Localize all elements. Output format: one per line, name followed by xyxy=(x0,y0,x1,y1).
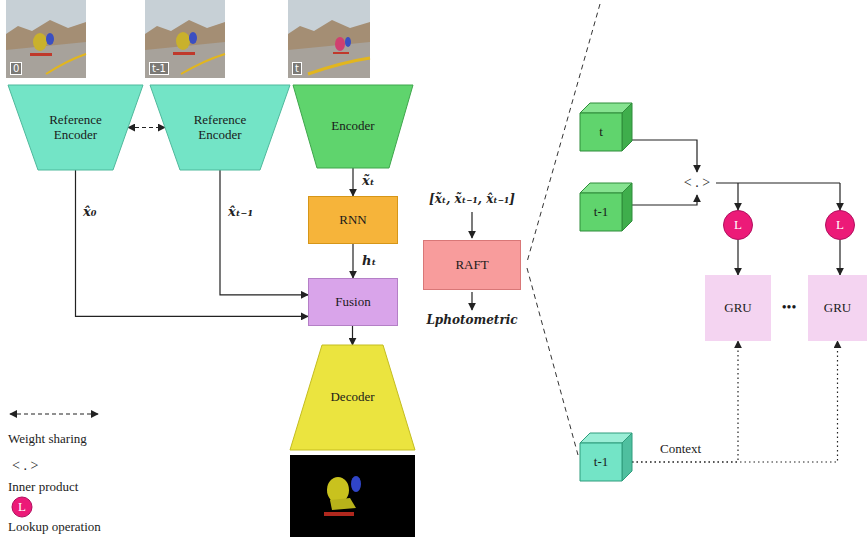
feature-arrow xyxy=(352,168,353,196)
gru-box: GRU xyxy=(808,275,867,341)
node-label: RAFT xyxy=(455,258,488,273)
process-box: RNN xyxy=(308,196,398,244)
gru-box: GRU xyxy=(705,275,771,341)
feature-cube: t xyxy=(580,103,632,151)
node-label: Reference Encoder xyxy=(40,113,112,143)
edge-label: x̂₀ xyxy=(83,205,96,219)
legend-symbol: L xyxy=(18,500,26,514)
node-label: Decoder xyxy=(317,390,389,405)
legend-entry: Lookup operation xyxy=(8,520,101,534)
legend-text: Inner product xyxy=(8,480,78,494)
legend-entry: Weight sharing xyxy=(8,432,87,446)
inner-product-symbol: < . > xyxy=(684,175,710,190)
node-label: RNN xyxy=(339,213,366,228)
ellipsis: ••• xyxy=(782,300,797,315)
raft-input: [x̃ₜ, x̃ₜ₋₁, x̂ₜ₋₁] xyxy=(429,193,515,206)
legend-text: Lookup operation xyxy=(8,520,101,534)
legend-symbol: < . > xyxy=(12,458,38,473)
lookup-arrow xyxy=(737,240,738,275)
node-label: Reference Encoder xyxy=(184,113,256,143)
node-label: L xyxy=(836,218,844,233)
process-box: RAFT xyxy=(423,240,521,290)
legend-entry: Inner product xyxy=(8,480,78,494)
process-box: Fusion xyxy=(308,278,398,326)
lookup-circle: L xyxy=(723,210,753,240)
node-label: Encoder xyxy=(317,119,389,134)
context-arrow xyxy=(632,341,838,462)
frame-index: t-1 xyxy=(149,62,169,75)
weight-sharing-arrow xyxy=(128,127,165,128)
feature-cube: t-1 xyxy=(580,433,632,481)
inner-product-wires xyxy=(632,140,840,210)
feature-arrow xyxy=(220,170,308,295)
edge-label: Context xyxy=(660,442,701,456)
frame-thumbnail xyxy=(6,0,86,78)
segmentation-output xyxy=(290,455,415,537)
node-label: t-1 xyxy=(594,455,608,470)
hidden-state-arrow xyxy=(352,244,353,278)
node-label: Fusion xyxy=(335,295,370,310)
edge-label: x̂ₜ₋₁ xyxy=(228,205,253,219)
edge-label: x̃ₜ xyxy=(362,174,375,188)
lookup-circle: L xyxy=(825,210,855,240)
frame-thumbnail xyxy=(288,0,370,78)
encoder-trapezoid: Reference Encoder xyxy=(8,85,143,170)
decoder-trapezoid: Decoder xyxy=(290,345,415,450)
node-label: L xyxy=(734,218,742,233)
context-arrow xyxy=(632,341,738,462)
node-label: t xyxy=(599,125,603,140)
frame-index: 0 xyxy=(10,62,22,75)
legend-text: Weight sharing xyxy=(8,432,87,446)
encoder-trapezoid: Encoder xyxy=(293,85,413,168)
node-label: t-1 xyxy=(594,205,608,220)
frame-thumbnail xyxy=(145,0,225,78)
frame-index: t xyxy=(292,62,302,75)
node-label: GRU xyxy=(824,301,851,316)
encoder-trapezoid: Reference Encoder xyxy=(150,85,290,170)
legend-samples xyxy=(10,414,98,517)
feature-arrow xyxy=(76,170,309,316)
node-label: GRU xyxy=(724,301,751,316)
feature-cube: t-1 xyxy=(580,183,632,231)
edge-label: hₜ xyxy=(362,254,376,268)
loss-name: Lphotometric xyxy=(426,314,517,327)
lookup-arrow xyxy=(839,240,840,275)
flow-arrow xyxy=(352,326,353,345)
feature-cube-outline xyxy=(580,103,632,151)
